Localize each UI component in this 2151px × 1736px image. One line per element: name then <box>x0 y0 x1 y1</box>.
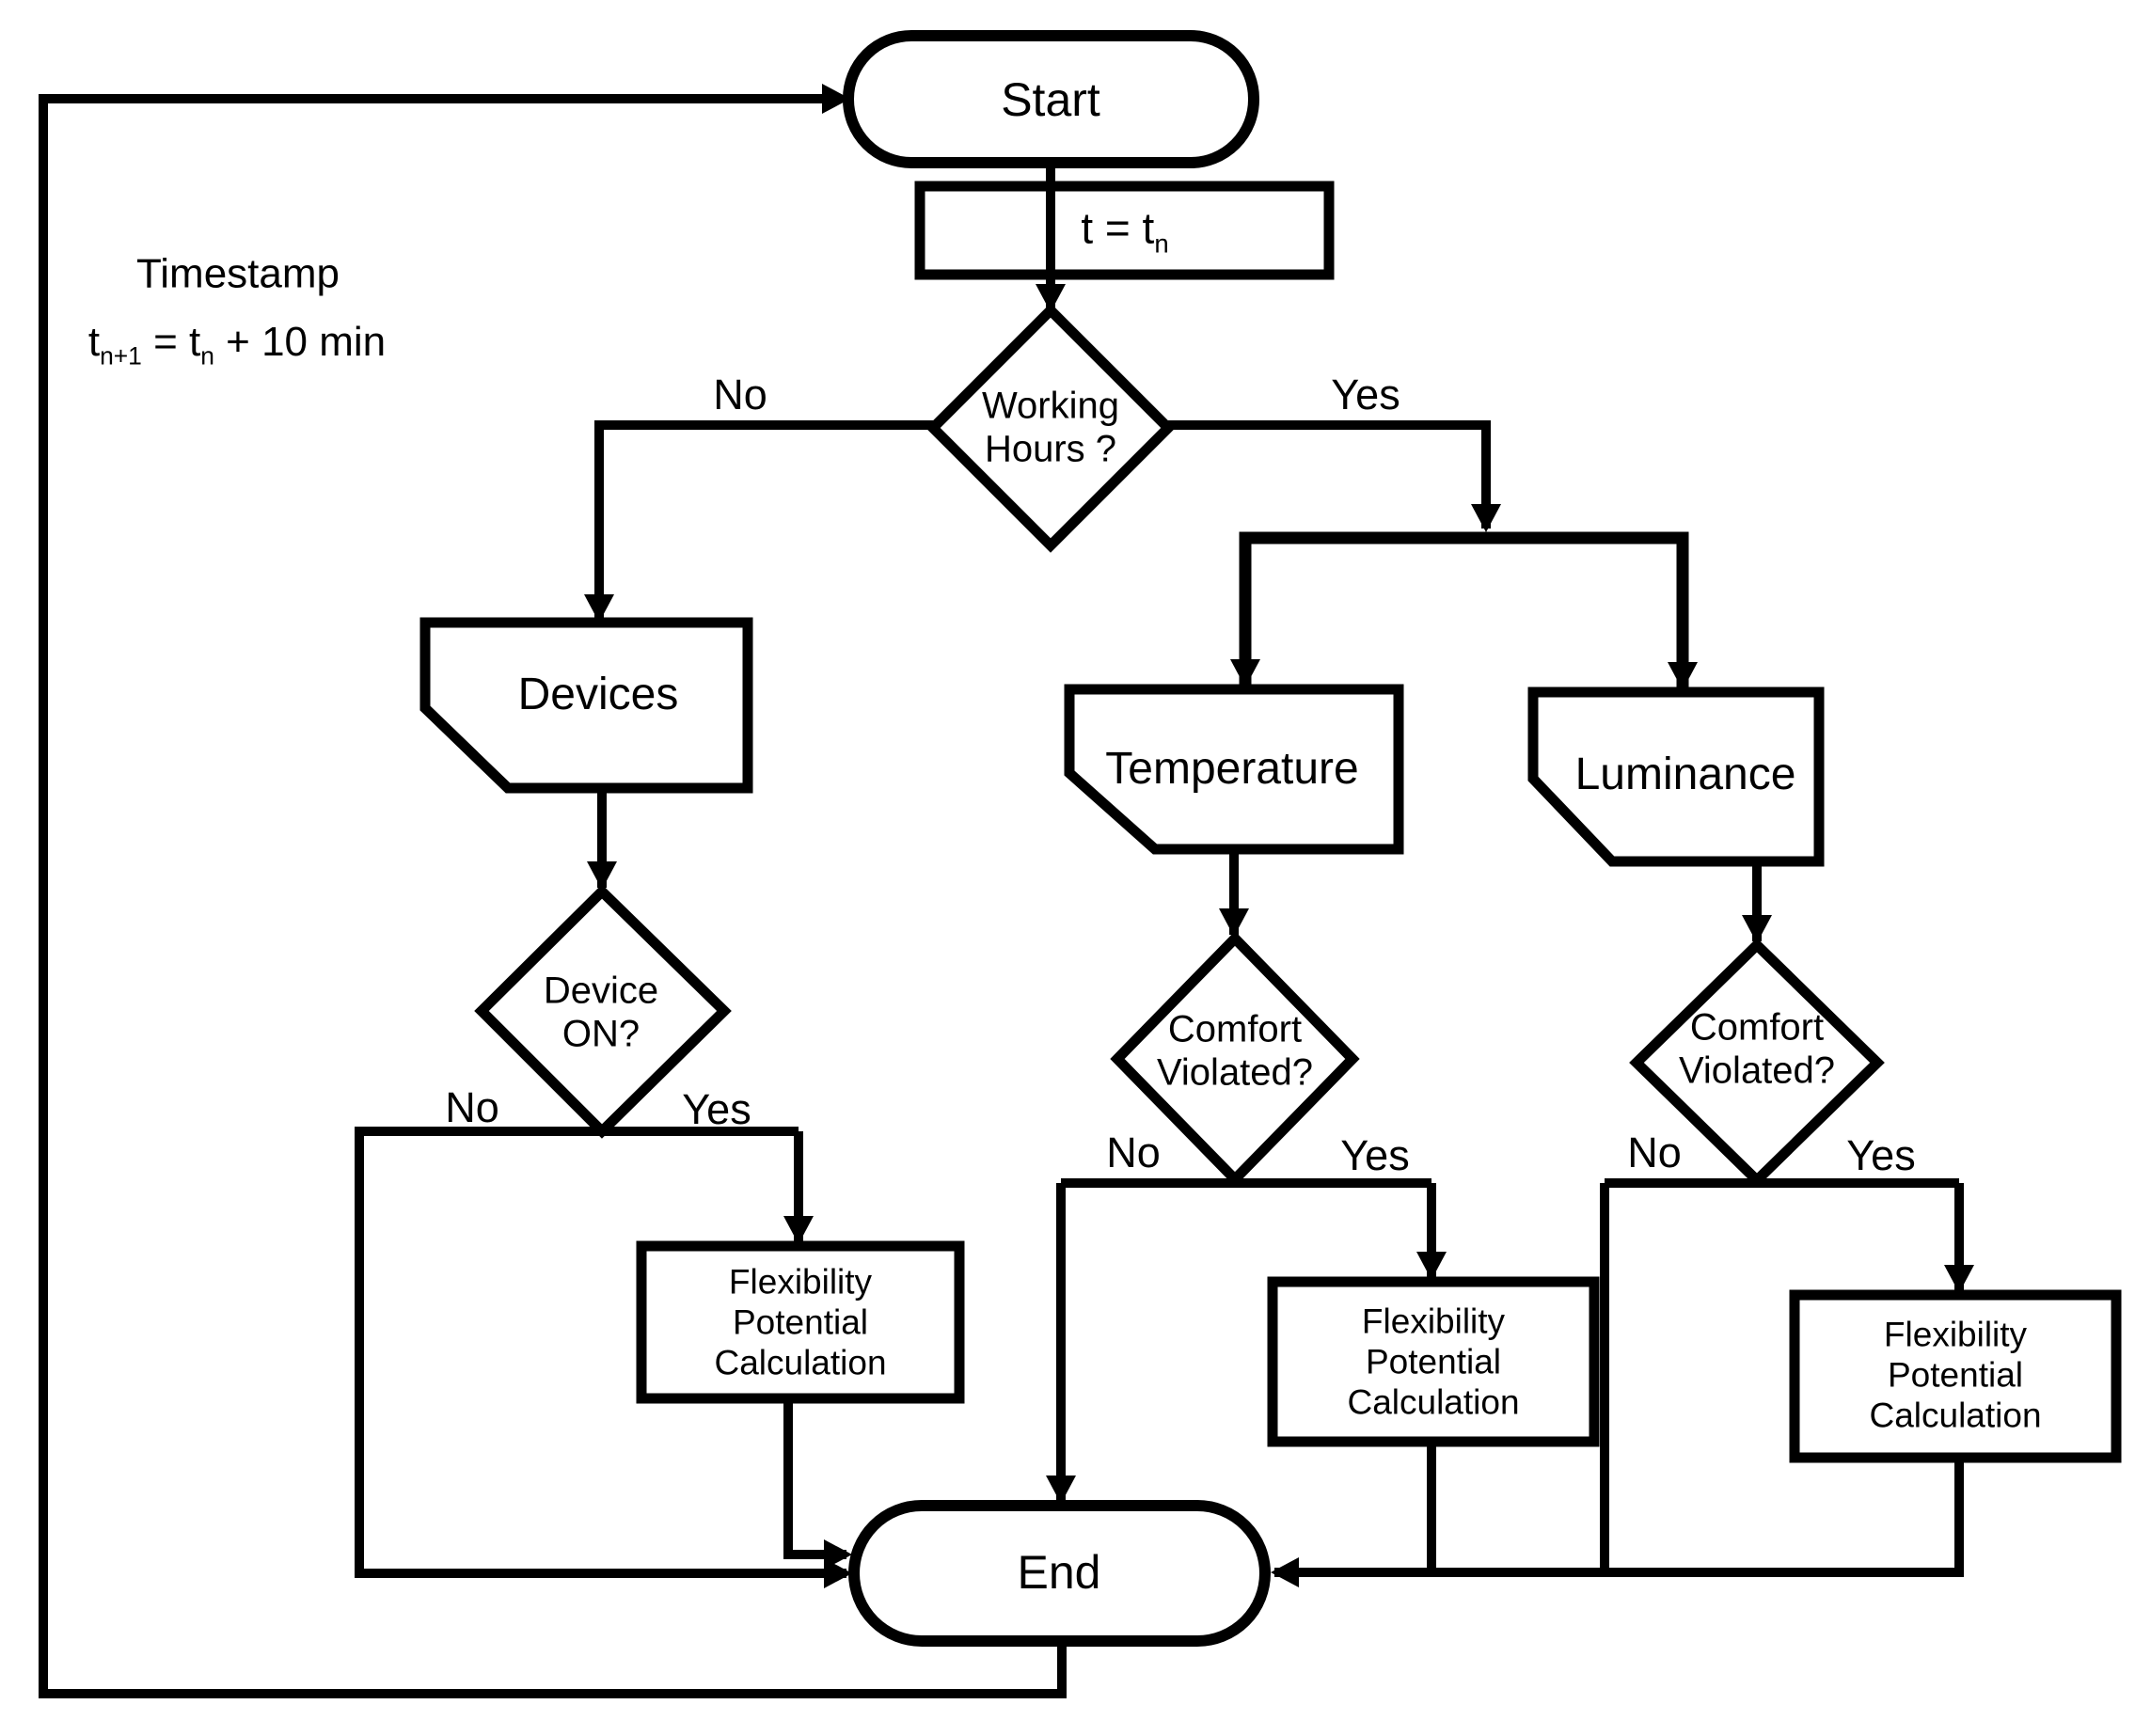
arrowhead-into-devices <box>584 594 614 623</box>
flex-devices-node-shape <box>636 1240 965 1404</box>
temperature-node-shape <box>1064 684 1404 855</box>
working-hours-diamond-shape <box>925 303 1176 553</box>
edge-working-hours-yes <box>1168 420 1491 529</box>
arrowhead-into-start <box>822 84 850 114</box>
device-on-no-label: No <box>445 1082 499 1131</box>
formula-mid: = t <box>141 318 201 365</box>
temperature-label: Temperature <box>1105 744 1359 795</box>
assign-time-text: t = t <box>1081 203 1155 253</box>
device-on-yes-label: Yes <box>682 1084 751 1133</box>
arrowhead-into-end-top <box>1046 1476 1076 1504</box>
assign-time-node-shape <box>914 181 1335 280</box>
formula-tail: + 10 min <box>214 318 387 365</box>
arrowhead-into-comfort-lum <box>1742 915 1772 943</box>
arrowhead-into-end-left-lower <box>824 1558 852 1588</box>
devices-node-shape <box>419 617 753 794</box>
working-hours-no-label: No <box>713 370 767 418</box>
arrowhead-into-working-hours <box>1036 284 1066 312</box>
arrowhead-into-comfort-temp <box>1219 908 1249 937</box>
arrowhead-into-device-on <box>587 861 617 890</box>
formula-sub-n-plus-1: n+1 <box>100 341 142 371</box>
comfort-lum-no-label: No <box>1627 1128 1682 1176</box>
arrowhead-into-flex-lum <box>1944 1265 1974 1293</box>
edge-device-on-no <box>355 1127 846 1578</box>
arrowhead-into-end-right <box>1271 1557 1299 1587</box>
timestamp-annotation-title: Timestamp <box>136 250 340 297</box>
arrowhead-into-flex-devices <box>783 1216 814 1244</box>
device-on-label: Device ON? <box>543 970 659 1055</box>
comfort-temp-no-label: No <box>1106 1128 1161 1176</box>
connectors <box>39 94 1964 1698</box>
luminance-node-shape <box>1527 687 1825 867</box>
flex-temp-label: Flexibility Potential Calculation <box>1347 1302 1520 1422</box>
flex-lum-node-shape <box>1789 1289 2122 1463</box>
end-node-label: End <box>1017 1546 1101 1599</box>
arrowhead-into-split-bar <box>1471 504 1501 532</box>
luminance-label: Luminance <box>1574 750 1796 800</box>
flex-temp-node-shape <box>1267 1276 1600 1447</box>
formula-t1: t <box>87 318 101 365</box>
arrowhead-into-flex-temp <box>1416 1252 1447 1280</box>
timestamp-annotation-formula: tn+1 = tn + 10 min <box>88 318 386 371</box>
working-hours-yes-label: Yes <box>1331 370 1400 418</box>
arrowhead-into-luminance <box>1668 662 1698 690</box>
arrowhead-into-temperature <box>1230 659 1260 687</box>
comfort-lum-label: Comfort Violated? <box>1678 1006 1836 1092</box>
assign-time-node-label: t = tn <box>1081 203 1168 259</box>
comfort-temp-label: Comfort Violated? <box>1156 1008 1314 1094</box>
assign-time-subscript: n <box>1154 229 1169 259</box>
edge-working-hours-no <box>594 420 933 621</box>
devices-label: Devices <box>517 670 679 720</box>
edge-flex-devices-to-end <box>783 1398 846 1559</box>
formula-sub-n: n <box>200 341 214 371</box>
working-hours-label: Working Hours ? <box>982 385 1119 470</box>
arrowheads <box>584 84 1974 1588</box>
flex-devices-label: Flexibility Potential Calculation <box>714 1262 887 1382</box>
edge-split-temperature-luminance <box>1239 531 1689 688</box>
edge-end-to-start-loop <box>39 94 1067 1698</box>
node-shapes <box>419 30 2122 1647</box>
comfort-lum-yes-label: Yes <box>1846 1130 1916 1179</box>
start-node-label: Start <box>1001 73 1100 126</box>
flex-lum-label: Flexibility Potential Calculation <box>1869 1315 2042 1435</box>
edge-collector-to-end <box>1274 1458 1964 1577</box>
comfort-temp-yes-label: Yes <box>1340 1130 1410 1179</box>
